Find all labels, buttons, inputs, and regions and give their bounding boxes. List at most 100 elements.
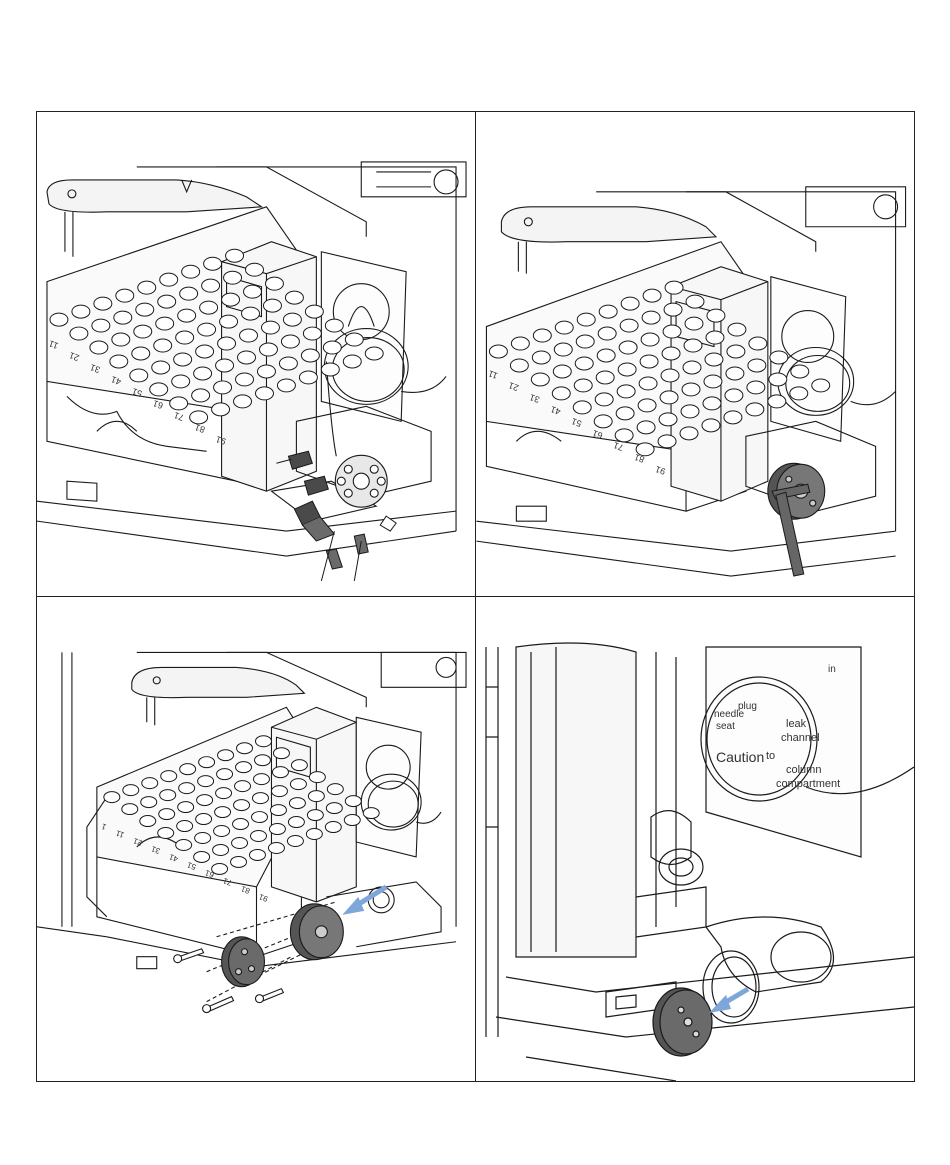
vial-hole <box>683 361 701 374</box>
vial-hole <box>307 810 323 821</box>
vial-hole <box>663 325 681 338</box>
vial-hole <box>707 309 725 322</box>
vial-hole <box>273 748 289 759</box>
vial-hole <box>94 297 112 310</box>
panel-loosen-screws: 112131415161718191 <box>476 112 914 597</box>
vial-hole <box>684 339 702 352</box>
vial-hole <box>180 764 196 775</box>
vial-hole <box>665 281 683 294</box>
vial-hole <box>160 273 178 286</box>
vial-hole <box>216 359 234 372</box>
vial-hole <box>204 257 222 270</box>
vial-hole <box>303 327 321 340</box>
vial-hole <box>242 307 260 320</box>
vial-hole <box>112 333 130 346</box>
vial-hole <box>576 335 594 348</box>
tray-position-label: 91 <box>257 892 269 904</box>
vial-hole <box>727 345 745 358</box>
vial-hole <box>749 337 767 350</box>
vial-hole <box>552 387 570 400</box>
vial-hole <box>768 395 786 408</box>
tray-position-label: 91 <box>654 464 667 477</box>
vial-hole <box>747 381 765 394</box>
vial-hole <box>287 836 303 847</box>
vial-hole <box>123 785 139 796</box>
label-text-plug: plug <box>738 701 757 712</box>
vial-hole <box>573 401 591 414</box>
vial-hole <box>199 757 215 768</box>
vial-hole <box>152 361 170 374</box>
vial-hole <box>489 345 507 358</box>
vial-hole <box>705 353 723 366</box>
vial-hole <box>327 784 343 795</box>
tray-position-label: 71 <box>173 410 186 423</box>
vial-hole <box>90 341 108 354</box>
vial-hole <box>233 819 249 830</box>
vial-hole <box>345 796 361 807</box>
vial-hole <box>510 359 528 372</box>
vial-hole <box>616 407 634 420</box>
vial-hole <box>281 335 299 348</box>
vial-hole <box>659 413 677 426</box>
vial-hole <box>158 295 176 308</box>
vial-hole <box>252 812 268 823</box>
vial-hole <box>214 381 232 394</box>
vial-hole <box>194 367 212 380</box>
vial-hole <box>619 341 637 354</box>
vial-hole <box>122 804 138 815</box>
vial-hole <box>178 802 194 813</box>
vial-hole <box>596 371 614 384</box>
vial-hole <box>511 337 529 350</box>
vial-hole <box>272 767 288 778</box>
label-text-caution: Caution <box>716 749 764 765</box>
vial-hole <box>662 347 680 360</box>
vial-hole <box>174 353 192 366</box>
vial-hole <box>277 379 295 392</box>
vial-hole <box>110 355 128 368</box>
vial-hole <box>231 856 247 867</box>
vial-hole <box>132 347 150 360</box>
vial-hole <box>257 365 275 378</box>
vial-hole <box>251 831 267 842</box>
vial-hole <box>574 379 592 392</box>
vial-hole <box>554 343 572 356</box>
vial-hole <box>641 333 659 346</box>
vial-hole <box>618 363 636 376</box>
vial-hole <box>202 279 220 292</box>
vial-hole <box>256 387 274 400</box>
vial-hole <box>154 339 172 352</box>
vial-hole <box>220 315 238 328</box>
vial-hole <box>270 805 286 816</box>
vial-hole <box>642 311 660 324</box>
vial-hole <box>268 842 284 853</box>
vial-hole <box>236 373 254 386</box>
vial-hole <box>301 349 319 362</box>
vial-hole <box>197 795 213 806</box>
vial-hole <box>250 849 266 860</box>
vial-hole <box>234 395 252 408</box>
vial-hole <box>305 305 323 318</box>
vial-hole <box>664 303 682 316</box>
vial-hole <box>141 797 157 808</box>
vial-hole <box>134 325 152 338</box>
vial-hole <box>680 427 698 440</box>
vial-hole <box>255 755 271 766</box>
vial-hole <box>748 359 766 372</box>
vial-hole <box>172 375 190 388</box>
label-text-leak: leak <box>786 718 807 730</box>
vial-hole <box>365 347 383 360</box>
vial-hole <box>660 391 678 404</box>
vial-hole <box>217 769 233 780</box>
vial-hole <box>728 323 746 336</box>
vial-hole <box>50 313 68 326</box>
vial-hole <box>178 309 196 322</box>
vial-hole <box>256 736 272 747</box>
vial-hole <box>196 345 214 358</box>
vial-hole <box>323 341 341 354</box>
label-text-in: in <box>828 664 836 675</box>
vial-hole <box>661 369 679 382</box>
